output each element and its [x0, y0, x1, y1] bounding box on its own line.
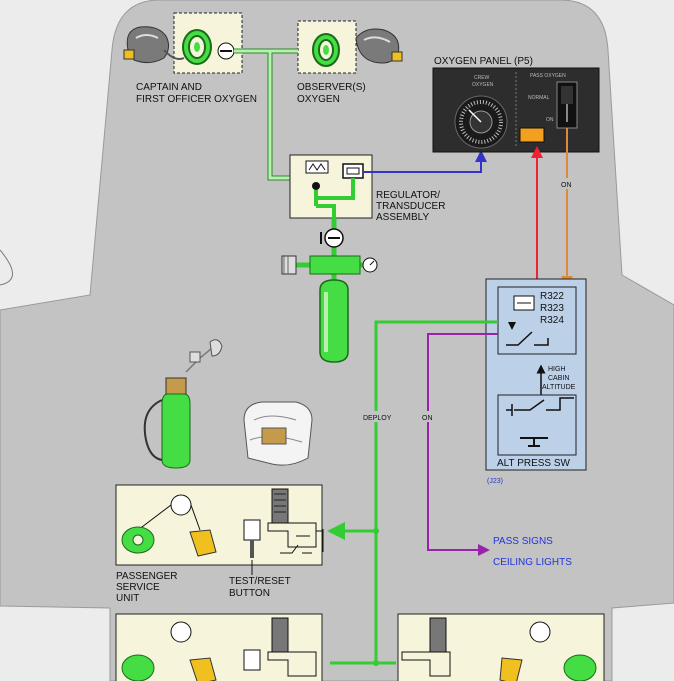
relay-r323-label: R323	[540, 303, 564, 314]
blue-signal-line	[363, 150, 487, 173]
portable-oxygen-bottle-icon	[143, 339, 223, 469]
relay-switch-icon	[506, 322, 549, 346]
oxygen-bottle-assembly	[281, 218, 378, 363]
oxygen-panel-title: OXYGEN PANEL (P5)	[434, 56, 533, 67]
regulator-label-3: ASSEMBLY	[376, 212, 429, 223]
deploy-line	[374, 320, 498, 663]
observer-oxygen-label-2: OXYGEN	[297, 94, 340, 105]
crew-mask-icon	[123, 26, 170, 64]
crew-oxygen-label-2: FIRST OFFICER OXYGEN	[136, 94, 257, 105]
relay-r324-label: R324	[540, 315, 564, 326]
crew-oxygen-gauge-label-2: OXYGEN	[472, 82, 494, 88]
switch-on-label: ON	[546, 117, 554, 123]
alt-press-sw-label: ALT PRESS SW	[497, 458, 571, 469]
relay-r322-label: R322	[540, 291, 564, 302]
psu-label-3: UNIT	[116, 593, 139, 604]
regulator-label-2: TRANSDUCER	[376, 201, 445, 212]
purple-signal-line	[427, 333, 498, 556]
passenger-service-unit	[115, 484, 324, 566]
pass-oxygen-switch[interactable]	[556, 81, 578, 129]
oxygen-panel-p5: CREW OXYGEN PASS OXYGEN NORMAL ON	[432, 67, 600, 153]
relay-box: R322 R323 R324 HIGH CABIN ALTITUDE ALT P…	[485, 278, 587, 471]
pressure-gauge-icon	[362, 257, 378, 273]
high-cabin-altitude-label-3: ALTITUDE	[542, 384, 576, 391]
test-reset-label-2: BUTTON	[229, 588, 270, 599]
pass-oxygen-on-light	[519, 127, 545, 143]
j23-label: (J23)	[487, 478, 503, 485]
test-reset-label-1: TEST/RESET	[229, 576, 291, 587]
switch-normal-label: NORMAL	[528, 95, 550, 101]
high-cabin-altitude-label-2: CABIN	[548, 375, 569, 382]
crew-oxygen-gauge-label-1: CREW	[474, 75, 490, 81]
crew-oxygen-mask-group	[123, 12, 243, 74]
shutoff-valve-icon	[320, 228, 344, 248]
observer-oxygen-label-1: OBSERVER(S)	[297, 82, 366, 93]
psu-unit-lower-right	[397, 613, 605, 681]
observer-mask-icon	[355, 28, 403, 64]
psu-label-1: PASSENGER	[116, 571, 178, 582]
pass-oxygen-switch-label: PASS OXYGEN	[530, 73, 566, 79]
observer-oxygen-mask-group	[297, 20, 403, 74]
crew-oxygen-label-1: CAPTAIN AND	[136, 82, 202, 93]
oxygen-bottle-icon	[319, 279, 349, 363]
psu-mask-left	[121, 494, 217, 557]
pass-signs-label: PASS SIGNS	[493, 536, 553, 547]
test-reset-button[interactable]	[243, 519, 261, 558]
psu-label-2: SERVICE	[116, 582, 160, 593]
purple-line-on-label: ON	[422, 415, 433, 422]
ceiling-lights-label: CEILING LIGHTS	[493, 557, 572, 568]
high-cabin-altitude-label-1: HIGH	[548, 366, 566, 373]
smoke-hood-icon	[243, 401, 313, 466]
orange-line-on-label: ON	[561, 182, 572, 189]
alt-press-switch	[497, 394, 577, 456]
relay-coil-icon	[513, 295, 535, 311]
psu-unit-lower-left	[115, 613, 323, 681]
crew-shutoff-valve	[217, 42, 235, 60]
regulator-label-1: REGULATOR/	[376, 190, 440, 201]
deploy-label: DEPLOY	[363, 415, 392, 422]
psu-latch-mechanism	[267, 488, 324, 554]
crew-oxygen-gauge	[454, 95, 508, 149]
regulator-transducer-assembly	[289, 154, 373, 226]
